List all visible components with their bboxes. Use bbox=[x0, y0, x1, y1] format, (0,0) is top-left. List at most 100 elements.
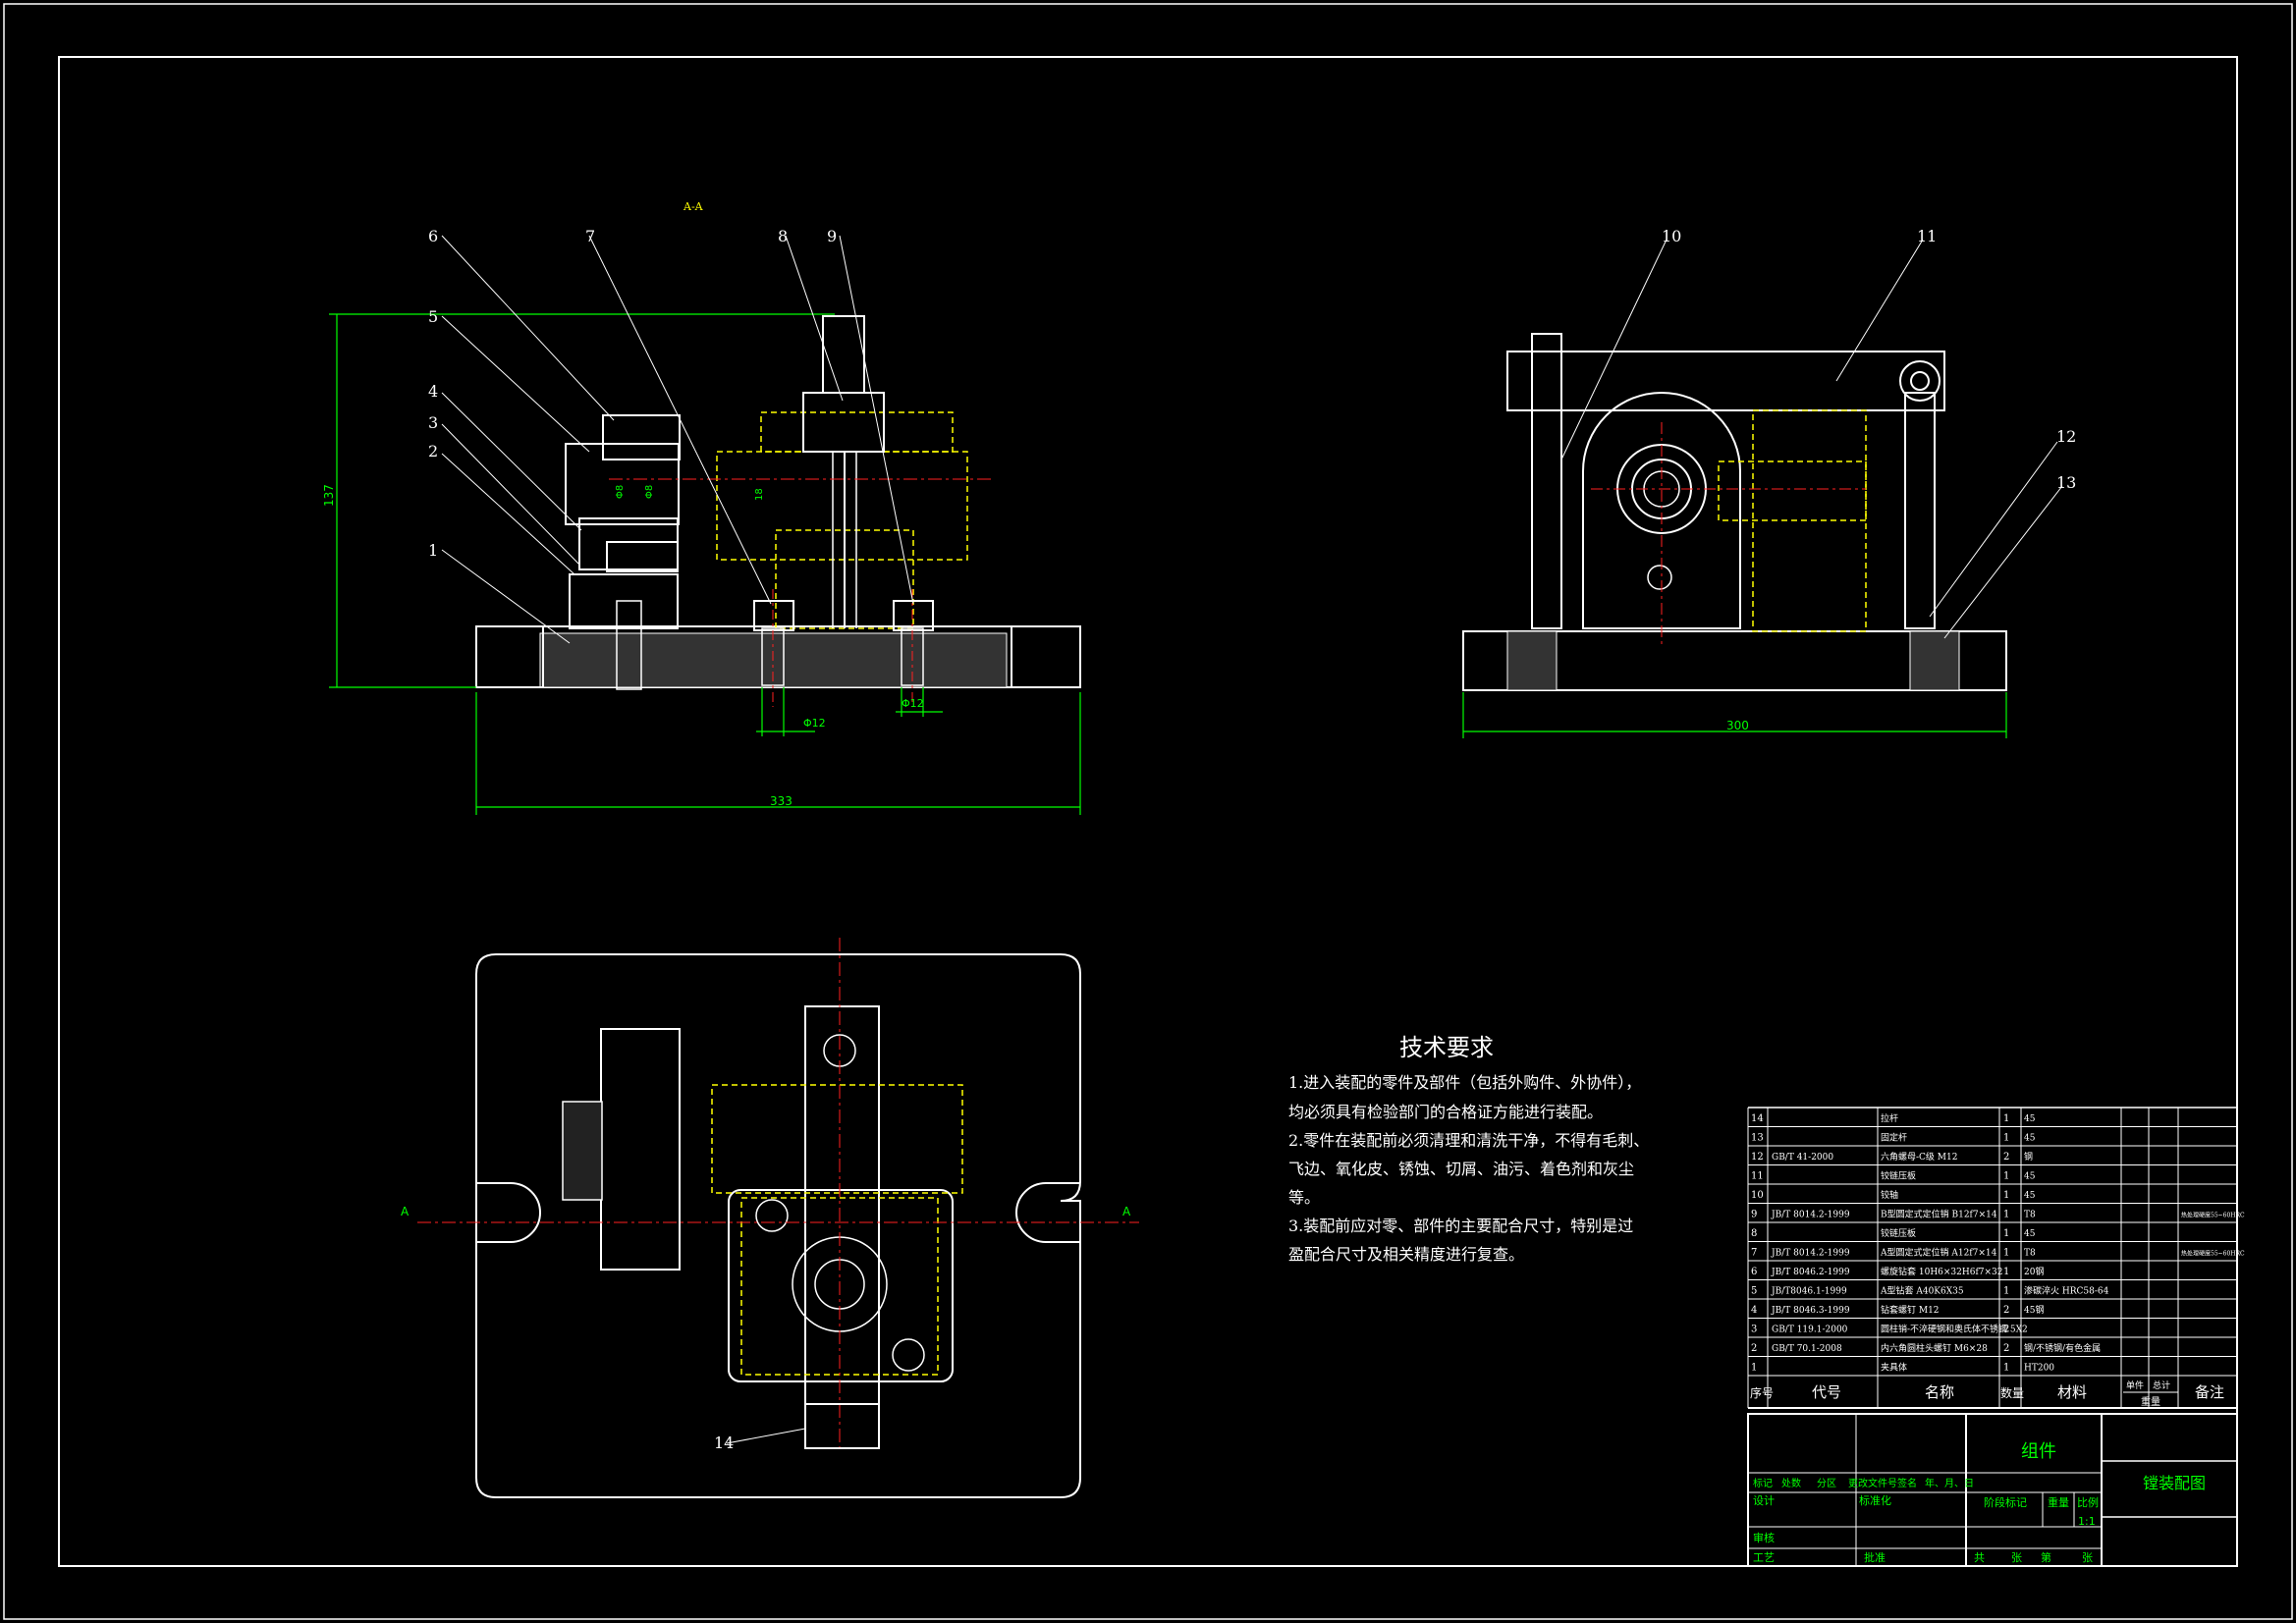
tb-approve: 批准 bbox=[1864, 1550, 1886, 1564]
bom-row-qty: 1 bbox=[2003, 1171, 2009, 1182]
bom-row-qty: 2 bbox=[2003, 1152, 2009, 1163]
bom-row-code: JB/T 8014.2-1999 bbox=[1771, 1211, 1850, 1220]
tb-date: 年、月、日 bbox=[1925, 1477, 1974, 1489]
dim-width-side: 300 bbox=[1726, 719, 1749, 732]
bom-row-no: 9 bbox=[1751, 1210, 1757, 1220]
tech-line-4: 飞边、氧化皮、锈蚀、切屑、油污、着色剂和灰尘 bbox=[1288, 1160, 1634, 1178]
tb-mark: 标记 bbox=[1753, 1478, 1773, 1489]
balloon-3: 3 bbox=[428, 413, 438, 432]
tb-sign: 签名 bbox=[1897, 1477, 1917, 1489]
bom-row-name: 六角螺母-C级 M12 bbox=[1881, 1151, 1957, 1163]
bom-row-name: B型圆定式定位销 B12f7×14 bbox=[1881, 1209, 1997, 1220]
tb-process: 工艺 bbox=[1753, 1551, 1775, 1564]
tech-line-6: 3.装配前应对零、部件的主要配合尺寸，特别是过 bbox=[1288, 1217, 1633, 1235]
bom-row-qty: 1 bbox=[2003, 1210, 2009, 1220]
bom-row-no: 11 bbox=[1751, 1171, 1764, 1182]
bom-row-name: A型圆定式定位销 A12f7×14 bbox=[1880, 1247, 1997, 1259]
dim-width-front: 333 bbox=[770, 794, 793, 808]
bom-row-material: 45 bbox=[2024, 1229, 2036, 1239]
section-label-right: A bbox=[1122, 1205, 1131, 1218]
tb-stage: 阶段标记 bbox=[1984, 1495, 2027, 1509]
bom-row-code: GB/T 119.1-2000 bbox=[1772, 1325, 1848, 1335]
tb-standard: 标准化 bbox=[1859, 1493, 1891, 1507]
bom-header-weight: 重量 bbox=[2141, 1395, 2160, 1408]
bom-header-code: 代号 bbox=[1812, 1383, 1841, 1401]
title-block: 组件 镗装配图 标记 处数 分区 更改文件号 签名 年、月、日 设计 标准化 阶… bbox=[1747, 1413, 2238, 1567]
tech-line-1: 1.进入装配的零件及部件（包括外购件、外协件）， bbox=[1288, 1073, 1641, 1092]
bom-row-qty: 1 bbox=[2003, 1190, 2009, 1201]
section-label-left: A bbox=[401, 1205, 410, 1218]
bom-row-material: 渗碳淬火 HRC58-64 bbox=[2024, 1285, 2109, 1297]
bom-row-no: 8 bbox=[1751, 1228, 1757, 1239]
bom-row-qty: 1 bbox=[2003, 1133, 2009, 1144]
bom-row-name: 铰链压板 bbox=[1881, 1227, 1916, 1239]
tb-doc: 更改文件号 bbox=[1848, 1477, 1897, 1489]
bom-row-material: 45 bbox=[2024, 1114, 2036, 1124]
tb-review: 审核 bbox=[1753, 1531, 1775, 1544]
tb-count: 处数 bbox=[1781, 1477, 1801, 1489]
balloon-2: 2 bbox=[428, 442, 438, 460]
bom-row-code: JB/T8046.1-1999 bbox=[1771, 1287, 1847, 1297]
bom-header-qty: 数量 bbox=[2000, 1385, 2024, 1400]
bom-row-code: GB/T 70.1-2008 bbox=[1772, 1344, 1842, 1354]
tech-title: 技术要求 bbox=[1399, 1034, 1494, 1061]
bom-row-no: 2 bbox=[1751, 1343, 1757, 1354]
tech-line-5: 等。 bbox=[1288, 1188, 1320, 1207]
bom-row-name: 钻套螺钉 M12 bbox=[1881, 1304, 1940, 1316]
tb-sheets-total: 共 bbox=[1974, 1551, 1985, 1564]
bom-row-qty: 1 bbox=[2003, 1113, 2009, 1124]
bom-row-note: 热处理硬度55~60HRC bbox=[2181, 1212, 2245, 1219]
bom-row-code: JB/T 8046.3-1999 bbox=[1771, 1306, 1850, 1316]
balloon-13: 13 bbox=[2056, 473, 2076, 492]
dim-small-b: Φ8 bbox=[615, 485, 626, 499]
tb-drawing-name: 镗装配图 bbox=[2143, 1474, 2206, 1492]
bom-row-no: 6 bbox=[1751, 1267, 1757, 1277]
side-view: 300 10 11 12 13 bbox=[1462, 227, 2076, 738]
tech-requirements: 技术要求 1.进入装配的零件及部件（包括外购件、外协件）， 均必须具有检验部门的… bbox=[1288, 1034, 1649, 1264]
section-marker: A-A bbox=[683, 200, 704, 213]
bom-row-name: 拉杆 bbox=[1881, 1112, 1898, 1124]
bom-row-code: GB/T 41-2000 bbox=[1772, 1153, 1833, 1163]
dim-height-front: 137 bbox=[322, 484, 336, 507]
bom-row-material: 45 bbox=[2024, 1134, 2036, 1144]
dim-small-c: Φ8 bbox=[644, 485, 655, 499]
bom-header-note: 备注 bbox=[2195, 1383, 2224, 1401]
bom-row-material: 45钢 bbox=[2024, 1304, 2044, 1316]
tech-line-7: 盈配合尺寸及相关精度进行复查。 bbox=[1288, 1245, 1524, 1264]
bom-header-no: 序号 bbox=[1750, 1385, 1774, 1400]
bom-row-no: 1 bbox=[1751, 1363, 1757, 1374]
bom-row-name: 固定杆 bbox=[1881, 1132, 1907, 1144]
bom-row-no: 4 bbox=[1751, 1305, 1757, 1316]
balloon-5: 5 bbox=[428, 307, 438, 326]
bom-row-qty: 2 bbox=[2003, 1325, 2009, 1335]
dim-hole-a: Φ12 bbox=[803, 717, 826, 730]
bom-row-no: 7 bbox=[1751, 1248, 1757, 1259]
balloon-6: 6 bbox=[428, 227, 438, 245]
tb-scale-label: 比例 bbox=[2077, 1495, 2099, 1509]
bom-row-no: 3 bbox=[1751, 1325, 1757, 1335]
inner-border bbox=[58, 56, 2238, 1567]
tb-sheets-unit: 张 bbox=[2011, 1551, 2022, 1564]
bom-row-material: 45 bbox=[2024, 1191, 2036, 1201]
balloon-1: 1 bbox=[428, 541, 438, 560]
tech-line-2: 均必须具有检验部门的合格证方能进行装配。 bbox=[1288, 1103, 1603, 1121]
bom-row-code: JB/T 8046.2-1999 bbox=[1771, 1268, 1850, 1277]
balloon-8: 8 bbox=[778, 227, 788, 245]
bom-row-material: 钢 bbox=[2024, 1151, 2033, 1163]
bom-row-no: 5 bbox=[1751, 1286, 1757, 1297]
bom-row-name: 内六角圆柱头螺钉 M6×28 bbox=[1881, 1342, 1988, 1354]
bom-header-total: 总计 bbox=[2153, 1380, 2170, 1391]
bom-header-single: 单件 bbox=[2126, 1380, 2144, 1391]
dim-small-a: 18 bbox=[754, 488, 765, 501]
bom-row-qty: 1 bbox=[2003, 1267, 2009, 1277]
balloon-4: 4 bbox=[428, 382, 438, 401]
bom-header-name: 名称 bbox=[1925, 1383, 1954, 1401]
bom-row-no: 13 bbox=[1751, 1133, 1764, 1144]
balloon-9: 9 bbox=[827, 227, 837, 245]
balloon-12: 12 bbox=[2056, 427, 2076, 446]
bom-row-material: 20钢 bbox=[2024, 1266, 2044, 1277]
bom-row-material: T8 bbox=[2024, 1249, 2036, 1259]
front-view: A-A bbox=[322, 200, 1081, 815]
